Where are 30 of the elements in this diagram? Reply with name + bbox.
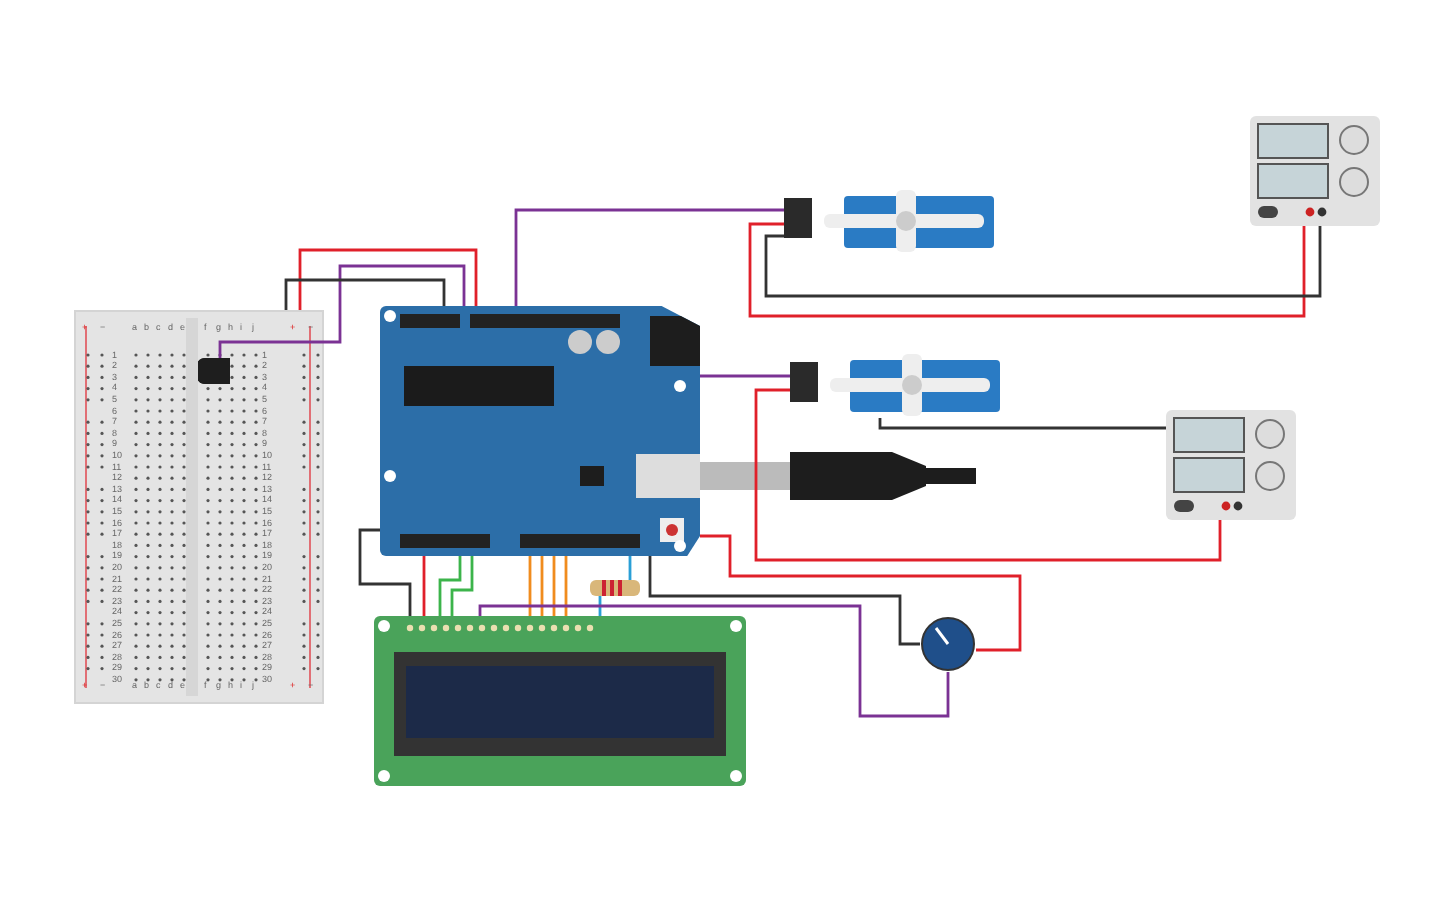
wire <box>450 556 474 616</box>
power-supply <box>1250 116 1380 226</box>
wire <box>628 556 632 580</box>
wire <box>478 604 950 718</box>
resistor <box>590 580 640 596</box>
wire <box>764 226 1322 298</box>
wire <box>422 556 426 616</box>
wire <box>564 556 568 616</box>
breadboard <box>74 310 324 704</box>
wire <box>598 596 602 616</box>
wire <box>358 528 412 616</box>
wire <box>298 248 478 310</box>
power-supply <box>1166 410 1296 520</box>
wire <box>700 534 1022 652</box>
wire <box>438 556 462 616</box>
wire <box>700 374 790 378</box>
wire <box>284 278 446 310</box>
microcontroller-board <box>380 306 700 556</box>
wire <box>878 418 1166 430</box>
wire <box>754 388 1222 562</box>
lcd-display <box>374 616 746 786</box>
potentiometer <box>920 616 976 672</box>
wire <box>648 556 920 646</box>
wire <box>552 556 556 616</box>
wire <box>748 222 1306 318</box>
wire <box>528 556 532 616</box>
wire <box>218 264 466 358</box>
wire <box>514 208 784 306</box>
temperature-sensor <box>198 358 230 384</box>
wire <box>540 556 544 616</box>
